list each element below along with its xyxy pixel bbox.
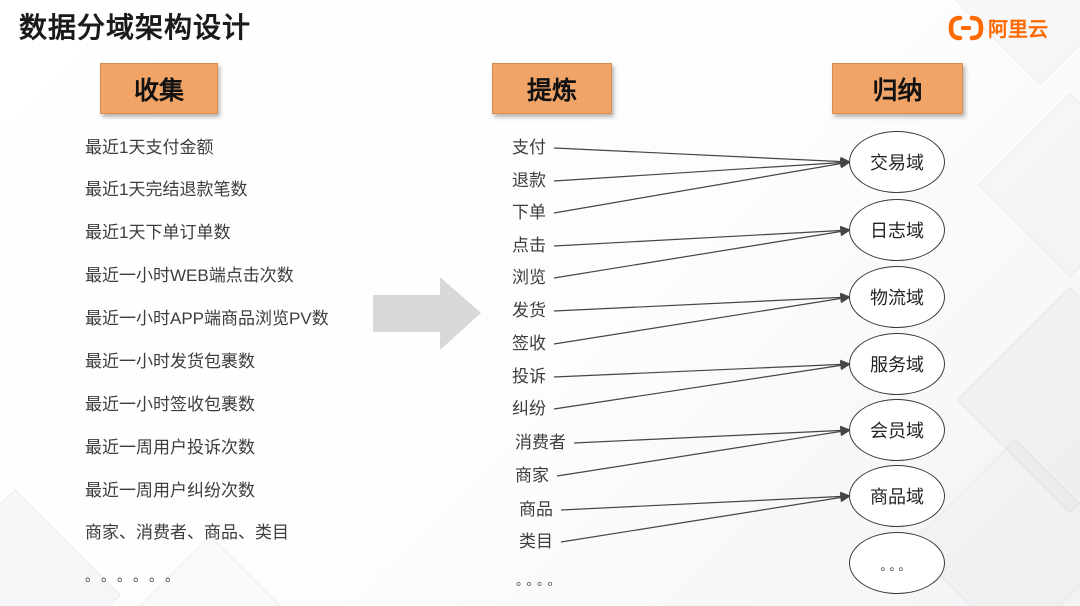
connection-line: [553, 360, 852, 410]
aliyun-logo: 阿里云: [948, 13, 1048, 42]
connection-line: [560, 492, 852, 543]
collect-item: 最近一小时WEB端点击次数: [85, 266, 294, 285]
page-title: 数据分域架构设计: [19, 12, 252, 43]
refine-item: 下单: [512, 203, 546, 222]
refine-item: 签收: [512, 334, 546, 353]
flow-arrow-icon: [373, 277, 481, 350]
connection-line: [553, 226, 852, 279]
refine-item: 消费者: [515, 433, 566, 452]
refine-item: 浏览: [512, 268, 546, 287]
domain-ellipse-service: 服务域: [849, 333, 945, 395]
domain-ellipse-product: 商品域: [849, 465, 945, 527]
refine-item: 投诉: [512, 367, 546, 386]
domain-label: 商品域: [870, 487, 924, 507]
refine-item: 商家: [515, 466, 549, 485]
connection-line: [553, 293, 852, 345]
connection-line: [553, 292, 852, 312]
connection-line: [553, 359, 852, 378]
domain-label: 服务域: [870, 355, 924, 375]
domain-ellipse-logistics: 物流域: [849, 266, 945, 328]
domain-label: 物流域: [870, 288, 924, 308]
collect-item: 最近1天下单订单数: [85, 223, 231, 242]
logo-text: 阿里云: [988, 19, 1048, 41]
refine-item: 点击: [512, 236, 546, 255]
domain-ellipse-log: 日志域: [849, 199, 945, 261]
collect-item: 最近1天完结退款笔数: [85, 180, 248, 199]
domain-ellipse-more: 。。。: [849, 532, 945, 594]
connection-line: [560, 491, 852, 511]
connection-line: [573, 425, 852, 444]
refine-item: 退款: [512, 171, 546, 190]
connection-line: [556, 426, 852, 477]
stage-header-summarize: 归纳: [832, 63, 963, 114]
refine-item: 发货: [512, 301, 546, 320]
refine-item: 纠纷: [512, 399, 546, 418]
refine-ellipsis-dots: 。。。。: [516, 573, 565, 588]
aliyun-bracket-icon: [948, 15, 984, 40]
collect-item: 最近一周用户投诉次数: [85, 438, 255, 457]
background-diamond: [978, 93, 1080, 277]
domain-ellipse-member: 会员域: [849, 399, 945, 461]
connection-line: [553, 157, 852, 182]
collect-item: 最近一小时签收包裹数: [85, 395, 255, 414]
background-diamond: [0, 488, 122, 606]
domain-ellipse-trade: 交易域: [849, 131, 945, 193]
connection-line: [553, 225, 852, 247]
collect-ellipsis-dots: 。。。。。。: [85, 568, 188, 584]
collect-item: 最近一小时发货包裹数: [85, 352, 255, 371]
stage-header-refine: 提炼: [492, 63, 612, 114]
domain-label: 日志域: [870, 221, 924, 241]
connection-line: [553, 158, 852, 214]
refine-item: 商品: [519, 500, 553, 519]
domain-ellipsis-dots: 。。。: [880, 558, 914, 573]
refine-item: 类目: [519, 532, 553, 551]
domain-label: 交易域: [870, 153, 924, 173]
collect-item: 最近1天支付金额: [85, 138, 214, 157]
collect-item: 商家、消费者、商品、类目: [85, 523, 289, 542]
domain-label: 会员域: [870, 421, 924, 441]
stage-header-collect: 收集: [100, 63, 218, 114]
connection-line: [553, 147, 852, 167]
collect-item: 最近一小时APP端商品浏览PV数: [85, 309, 329, 328]
refine-item: 支付: [512, 138, 546, 157]
collect-item: 最近一周用户纠纷次数: [85, 481, 255, 500]
